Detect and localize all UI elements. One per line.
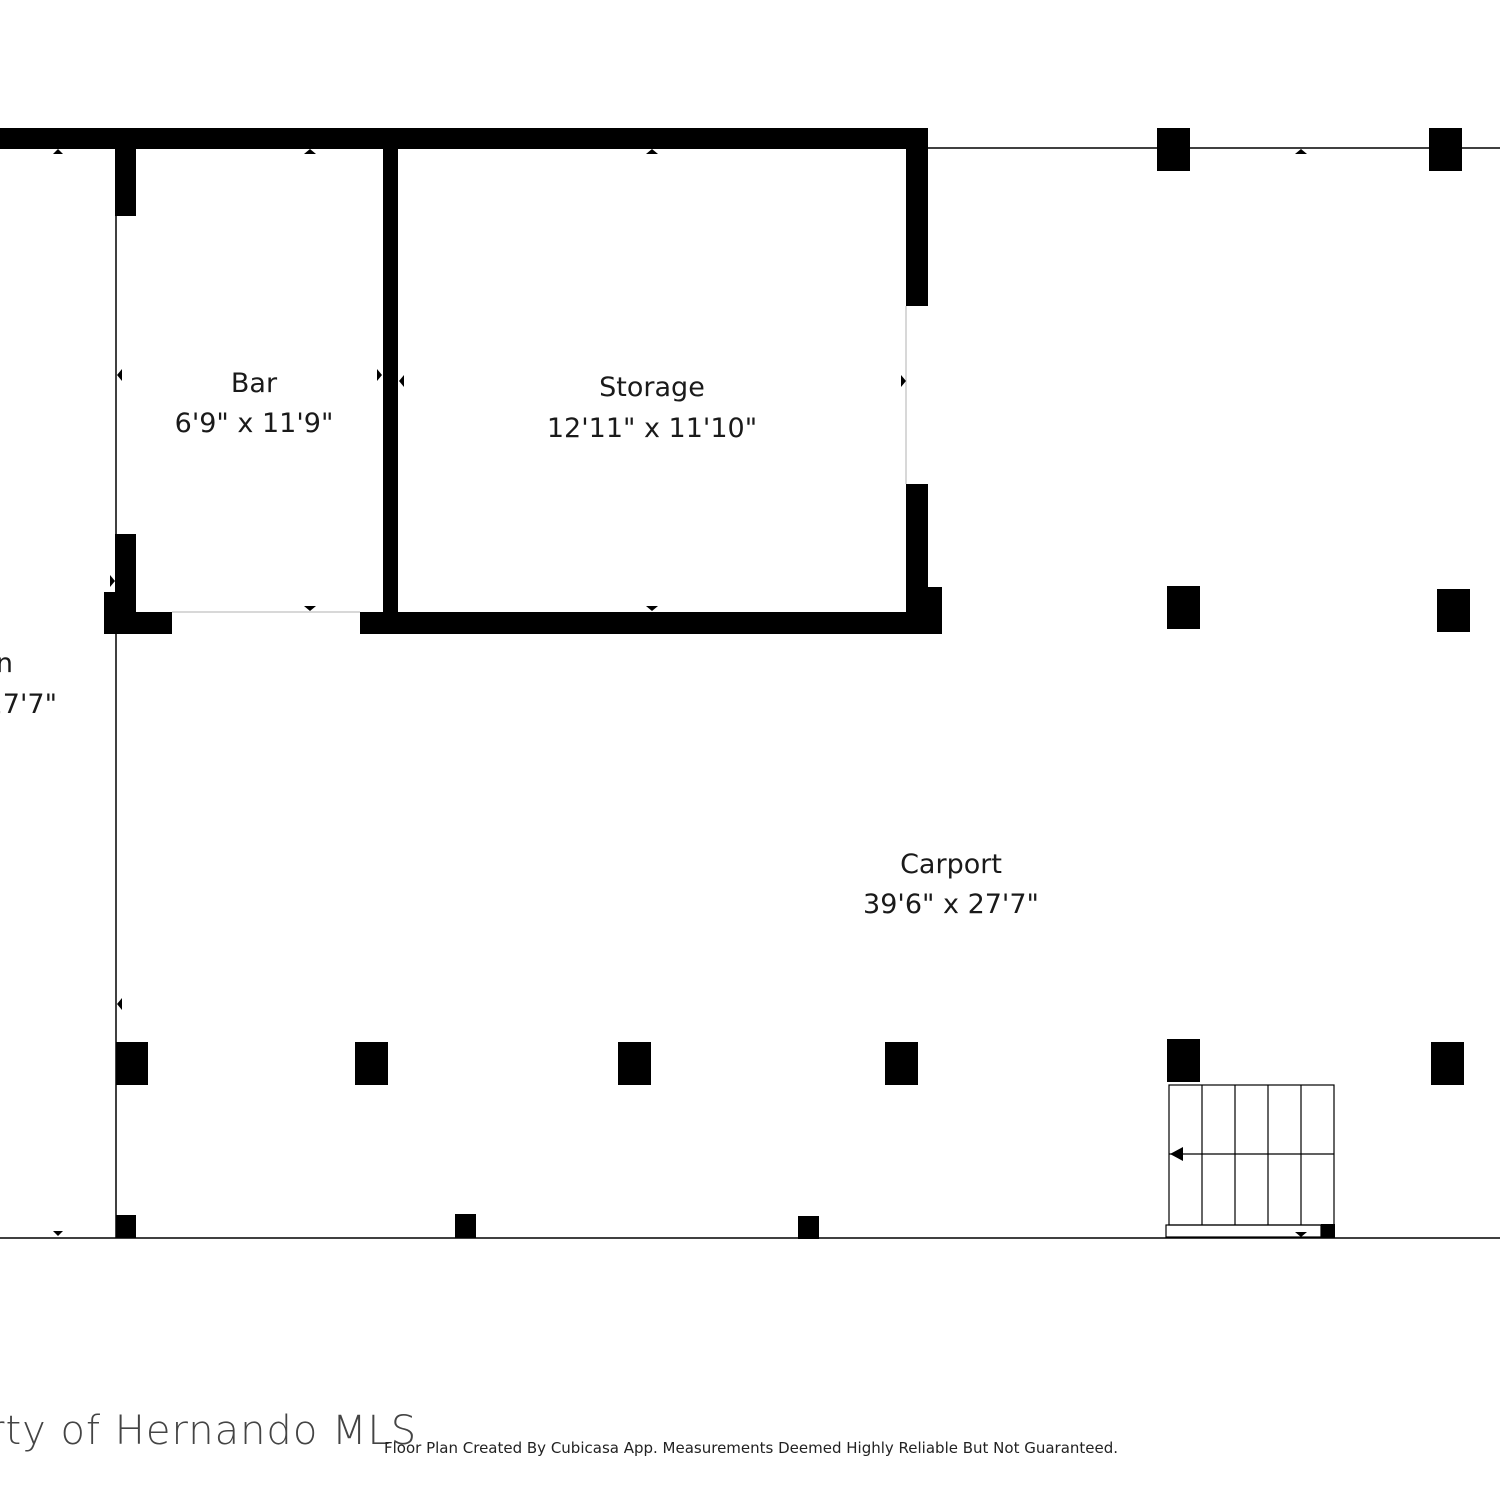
thin-boundary-lines [0, 147, 1500, 1239]
column [1157, 128, 1190, 171]
room-name-left-partial: n [0, 648, 13, 679]
column [1437, 589, 1470, 632]
column [618, 1042, 651, 1085]
room-dimensions-carport: 39'6" x 27'7" [863, 889, 1039, 920]
column [1167, 586, 1200, 629]
column [455, 1214, 476, 1238]
stairs [1165, 1084, 1335, 1238]
bottom-wall-right [360, 612, 942, 634]
bar-left-wall-lower [115, 534, 136, 634]
dimension-markers [53, 149, 1307, 1237]
room-name-storage: Storage [599, 372, 705, 403]
column [885, 1042, 918, 1085]
column [116, 1215, 136, 1238]
room-name-bar: Bar [231, 368, 278, 399]
walls [0, 128, 942, 634]
room-name-carport: Carport [900, 849, 1002, 880]
column [355, 1042, 388, 1085]
column [1167, 1039, 1200, 1082]
top-wall [0, 128, 928, 149]
room-dimensions-storage: 12'11" x 11'10" [547, 413, 757, 444]
storage-right-wall-upper [906, 128, 928, 306]
column [798, 1216, 819, 1239]
floor-plan-credit: Floor Plan Created By Cubicasa App. Meas… [384, 1439, 1119, 1457]
mls-watermark: rty of Hernando MLS [0, 1408, 418, 1454]
bar-left-wall-upper [115, 128, 136, 216]
bar-storage-divider [383, 128, 398, 634]
bottom-wall-left [104, 612, 172, 634]
column [1429, 128, 1462, 171]
column [1431, 1042, 1464, 1085]
room-dimensions-left-partial: 27'7" [0, 689, 57, 720]
column [116, 1042, 148, 1085]
room-dimensions-bar: 6'9" x 11'9" [175, 408, 334, 439]
storage-right-wall-lower [906, 484, 928, 634]
column [1321, 1224, 1335, 1238]
columns [116, 128, 1470, 1239]
